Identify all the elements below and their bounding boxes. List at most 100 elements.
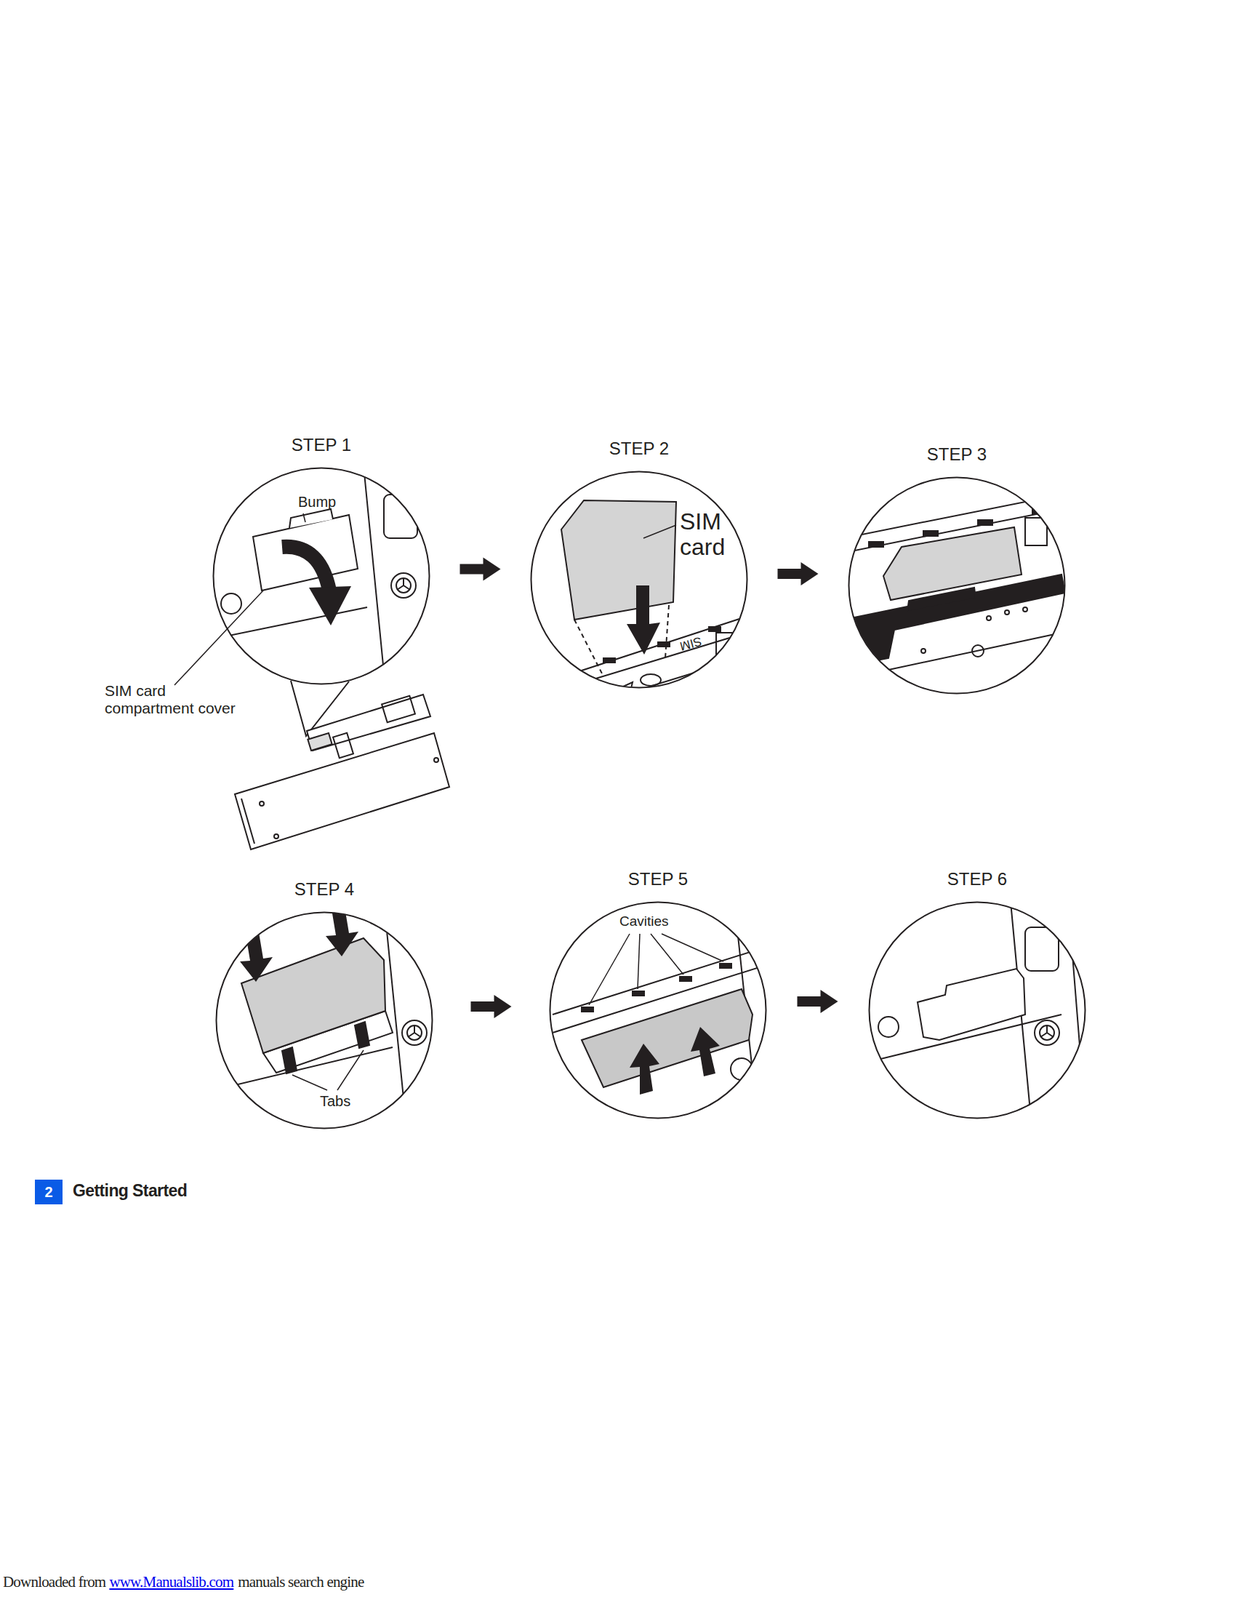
- part-label: SIM card: [679, 508, 735, 560]
- footer-text: Downloaded from: [2, 1572, 106, 1591]
- part-label: Bump: [298, 493, 336, 511]
- step-heading: STEP 5: [548, 864, 768, 894]
- section-title: Getting Started: [72, 1180, 187, 1200]
- part-label: Cavities: [619, 913, 669, 930]
- leader-line: [650, 933, 684, 975]
- leader-line: [337, 1049, 364, 1090]
- hole: [986, 615, 991, 621]
- contact: [868, 541, 884, 547]
- tray-detail: [716, 632, 737, 659]
- frame-detail: [383, 494, 418, 539]
- circle-outline: [548, 900, 768, 1119]
- compartment-cover: [581, 988, 753, 1087]
- step-arrow: [797, 989, 839, 1013]
- step-arrow: [471, 994, 512, 1018]
- screw: [391, 572, 416, 598]
- circle-outline: [531, 471, 748, 688]
- phone-hole: [434, 757, 439, 762]
- hole: [878, 1016, 899, 1037]
- circle-outline: [869, 902, 1086, 1119]
- part-label: Tabs: [319, 1092, 351, 1110]
- screw: [1040, 1025, 1054, 1037]
- phone-detail: [381, 695, 416, 723]
- step-heading: STEP 6: [868, 864, 1087, 894]
- page-number-box: 2: [34, 1179, 63, 1205]
- tray-marking: SIM: [678, 633, 704, 653]
- step-circle: STEP 2: [530, 434, 749, 689]
- screw: [402, 1020, 427, 1045]
- footer-text: manuals search engine: [237, 1572, 364, 1591]
- footer-link: www.Manualslib.com: [109, 1572, 234, 1591]
- step-circle: STEP 3: [847, 439, 1066, 695]
- step5-illustration: [552, 901, 771, 1106]
- step-heading: STEP 4: [215, 874, 434, 904]
- step-heading: STEP 1: [212, 430, 431, 460]
- tray-mark: [640, 673, 661, 686]
- tray-marking: SIM: [678, 633, 704, 653]
- part-label: SIM card compartment cover: [104, 681, 243, 717]
- hole: [921, 648, 926, 653]
- circle-outline: [849, 477, 1066, 694]
- cavity: [719, 963, 732, 968]
- push-arrow: [690, 1026, 720, 1077]
- tab: [354, 1021, 370, 1048]
- circle-outline: [213, 468, 430, 685]
- leader-line: [292, 1074, 328, 1090]
- curved-arrow: [282, 546, 330, 591]
- guide-line: [665, 604, 669, 658]
- leader-line: [637, 933, 640, 989]
- step-circle: STEP 4: [215, 874, 434, 1130]
- frame-line: [428, 472, 437, 655]
- step4-leaders: [292, 1049, 364, 1090]
- part-label: SIM card compartment cover: [104, 681, 243, 717]
- leader-line: [174, 590, 264, 685]
- phone-edge: [241, 798, 255, 844]
- step1-callout: [234, 680, 450, 850]
- contact: [603, 657, 616, 663]
- footer-link: www.Manualslib.com: [109, 1572, 234, 1591]
- step-heading: STEP 2: [530, 434, 749, 464]
- leader-line: [588, 933, 630, 1005]
- hole: [221, 593, 242, 614]
- step-circle: STEP 6: [868, 864, 1087, 1119]
- screw: [1034, 1020, 1060, 1045]
- compartment-cover: [917, 968, 1026, 1040]
- contact: [977, 519, 993, 525]
- tray-triangle: [621, 681, 633, 695]
- step-circle: STEP 5: [548, 864, 768, 1119]
- curved-arrow-head: [309, 586, 352, 626]
- cover-bump: [907, 587, 976, 611]
- circle-outline: [847, 476, 1066, 695]
- leader-line: [661, 933, 724, 962]
- cavity: [632, 990, 645, 996]
- step1-illustration: [207, 465, 437, 688]
- step-arrow: [460, 557, 501, 581]
- step-circle: STEP 1: [212, 430, 431, 685]
- hole: [1004, 610, 1010, 615]
- contact: [657, 641, 670, 647]
- guide-line: [574, 619, 604, 677]
- part-label: Bump: [298, 493, 336, 511]
- circle-outline: [868, 900, 1087, 1119]
- section-title: Getting Started: [72, 1180, 187, 1200]
- press-arrow: [239, 932, 273, 982]
- screw: [1039, 1025, 1055, 1040]
- screw: [396, 578, 411, 593]
- step-heading: STEP 3: [847, 439, 1066, 469]
- frame-line: [363, 465, 386, 688]
- step6-illustration: [868, 901, 1084, 1135]
- sim-cover: [307, 732, 332, 751]
- step3-illustration: [843, 494, 1066, 677]
- step1-leaders: [174, 513, 306, 685]
- step2-illustration: [552, 500, 742, 717]
- part-label: Tabs: [319, 1092, 351, 1110]
- circle-outline: [216, 912, 433, 1129]
- push-arrow: [629, 1043, 660, 1095]
- bump: [289, 508, 333, 528]
- leader-line: [643, 524, 677, 539]
- step4-illustration: [210, 906, 427, 1135]
- step-arrow: [777, 562, 819, 586]
- step5-leaders: [588, 933, 724, 1005]
